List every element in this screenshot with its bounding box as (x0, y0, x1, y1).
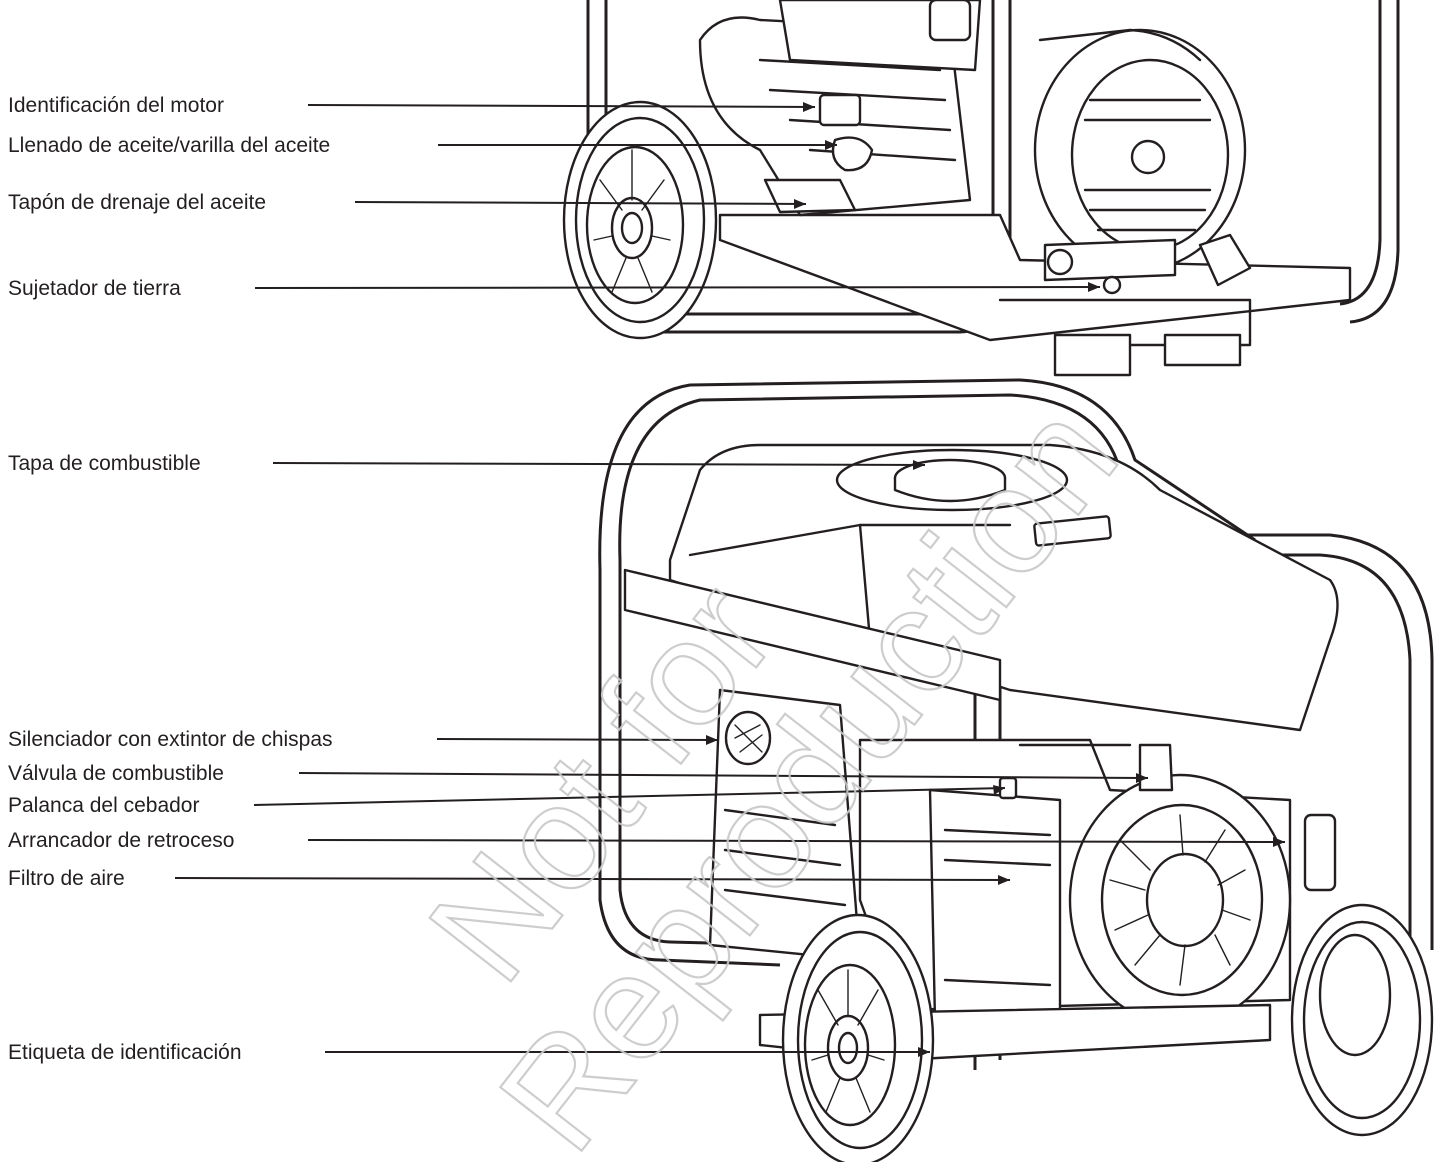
top-wheel (562, 100, 718, 340)
leader-motor-id (307, 104, 816, 108)
callout-labels-bottom: Tapa de combustible Silenciador con exti… (8, 452, 333, 1064)
leader-muffler (436, 738, 719, 741)
top-illustration (254, 0, 1400, 377)
label-fuel-cap: Tapa de combustible (8, 452, 201, 475)
label-fuel-valve: Válvula de combustible (8, 762, 224, 785)
alternator-cap (1033, 28, 1247, 272)
leader-fuel-valve (298, 772, 1149, 779)
label-choke: Palanca del cebador (8, 794, 199, 817)
leader-choke (253, 787, 1006, 806)
label-oil-fill: Llenado de aceite/varilla del aceite (8, 134, 330, 157)
front-wheel (781, 913, 935, 1162)
leader-fuel-cap (272, 462, 926, 466)
leader-ground (254, 286, 1101, 289)
label-id-label: Etiqueta de identificación (8, 1041, 242, 1064)
label-ground: Sujetador de tierra (8, 277, 181, 300)
label-motor-id: Identificación del motor (8, 94, 224, 117)
label-muffler: Silenciador con extintor de chispas (8, 728, 333, 751)
label-oil-drain: Tapón de drenaje del aceite (8, 191, 266, 214)
leader-air-filter (174, 877, 1011, 881)
rear-wheel (1290, 903, 1434, 1137)
label-recoil: Arrancador de retroceso (8, 829, 234, 852)
leader-recoil (307, 839, 1286, 843)
label-air-filter: Filtro de aire (8, 867, 125, 890)
callout-labels-top: Identificación del motor Llenado de acei… (8, 94, 330, 300)
muffler (708, 688, 862, 962)
bottom-illustration (174, 378, 1434, 1162)
engine (858, 738, 1337, 1032)
leader-oil-drain (354, 201, 807, 205)
